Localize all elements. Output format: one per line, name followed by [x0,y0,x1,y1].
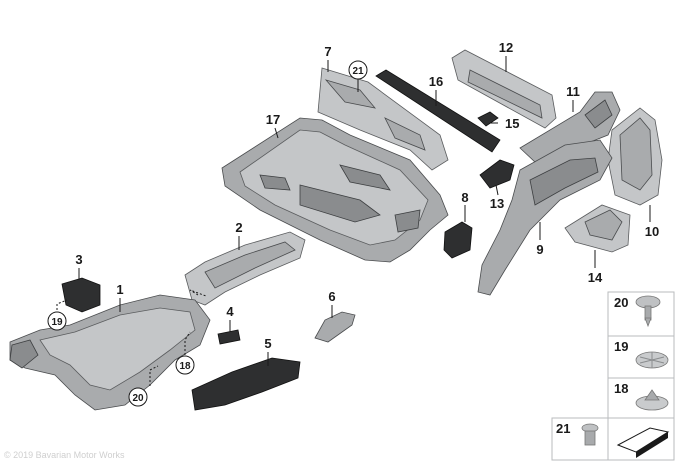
expanding-rivet-icon [581,423,599,446]
part-9-side-insulation [477,139,613,296]
callout-2: 2 [235,220,242,235]
legend-box-21 [551,417,609,461]
circle-callout-21: 21 [352,66,364,77]
callout-labels: 7 12 16 17 15 11 8 13 9 10 14 2 3 1 4 6 … [47,40,659,407]
callout-12: 12 [499,40,513,55]
circle-callout-19-marker [47,311,67,331]
circle-callout-20: 20 [132,393,144,404]
part-8-spacer [443,221,473,259]
callout-1: 1 [116,282,123,297]
callout-11: 11 [566,84,580,99]
part-16-foam-strip [375,69,501,153]
legend-box-20 [607,291,675,337]
legend-label-18: 18 [614,381,628,396]
callout-3: 3 [75,252,82,267]
part-12-rear-panel [451,49,557,129]
part-13-bracket [479,159,515,189]
nut-icon [635,389,669,411]
callout-14: 14 [588,270,603,285]
circle-callout-19: 19 [51,317,63,328]
push-clip-icon [635,295,661,328]
part-7-bulkhead-panel [317,67,449,171]
circle-callout-18: 18 [179,361,191,372]
legend-label-20: 20 [614,295,628,310]
star-washer-icon [635,351,669,369]
part-10-wheel-arch-insulation [607,107,663,206]
leader-lines [56,56,651,386]
circle-callout-18-marker [175,355,195,375]
callout-5: 5 [264,336,271,351]
callout-10: 10 [645,224,659,239]
callout-9: 9 [536,242,543,257]
legend-label-19: 19 [614,339,628,354]
part-15-small-pad [477,111,499,127]
legend-label-21: 21 [556,421,570,436]
circle-callout-21-marker [348,60,368,80]
watermark: © 2019 Bavarian Motor Works [4,450,125,460]
callout-15: 15 [505,116,519,131]
part-2-tunnel-heat-shield [184,231,306,306]
circle-callout-20-marker [128,387,148,407]
part-4-small-pad [217,329,241,345]
fastener-legend: 20 19 18 21 [551,291,675,461]
part-17-floor-insulation [221,117,449,263]
callout-13: 13 [490,196,504,211]
callout-4: 4 [226,304,234,319]
callout-8: 8 [461,190,468,205]
part-5-sound-mat [191,357,301,411]
part-6-bracket [314,311,356,343]
callout-7: 7 [324,44,331,59]
callout-6: 6 [328,289,335,304]
part-1-front-insulation [9,294,211,411]
part-3-damper-block [61,277,101,313]
insulation-mat-icon [616,427,670,458]
callout-17: 17 [266,112,280,127]
part-14-support [564,204,631,253]
callout-16: 16 [429,74,443,89]
